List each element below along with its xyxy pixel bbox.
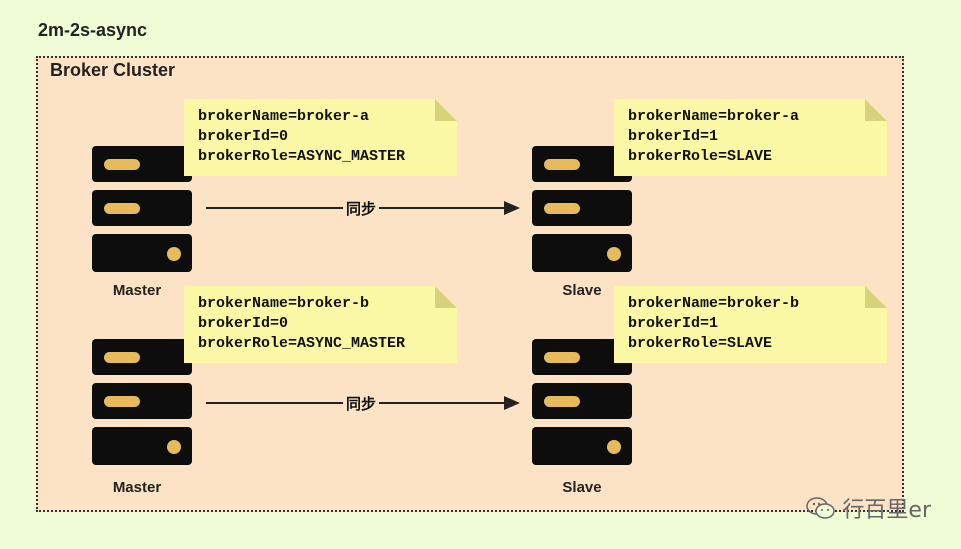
note-line: brokerRole=ASYNC_MASTER — [198, 148, 406, 165]
sync-label-a: 同步 — [343, 198, 380, 219]
note-line: brokerId=0 — [198, 128, 289, 145]
note-line: brokerName=broker-b — [628, 295, 800, 312]
note-line: brokerId=1 — [628, 128, 719, 145]
note-line: brokerRole=SLAVE — [628, 148, 773, 165]
note-line: brokerName=broker-a — [628, 108, 800, 125]
slave-b-label: Slave — [562, 479, 602, 496]
note-line: brokerRole=ASYNC_MASTER — [198, 335, 406, 352]
arrow-head-icon — [504, 201, 520, 215]
sync-label-b: 同步 — [343, 393, 380, 414]
cluster-label: Broker Cluster — [50, 60, 176, 80]
wechat-icon — [806, 497, 836, 519]
watermark-text: 行百里er — [842, 498, 931, 523]
master-b-note: brokerName=broker-b brokerId=0 brokerRol… — [184, 286, 457, 363]
watermark: 行百里er — [806, 492, 931, 524]
master-a-note: brokerName=broker-a brokerId=0 brokerRol… — [184, 99, 457, 176]
slave-a-note: brokerName=broker-a brokerId=1 brokerRol… — [614, 99, 887, 176]
master-b-server-icon — [92, 339, 192, 465]
note-line: brokerName=broker-a — [198, 108, 370, 125]
note-line: brokerId=0 — [198, 315, 289, 332]
arrow-head-icon — [504, 396, 520, 410]
note-line: brokerId=1 — [628, 315, 719, 332]
master-a-label: Master — [112, 282, 162, 299]
diagram-title: 2m-2s-async — [38, 20, 148, 40]
slave-a-label: Slave — [562, 282, 602, 299]
slave-b-note: brokerName=broker-b brokerId=1 brokerRol… — [614, 286, 887, 363]
master-a-server-icon — [92, 146, 192, 272]
master-b-label: Master — [112, 479, 162, 496]
slave-b-server-icon — [532, 339, 632, 465]
note-line: brokerRole=SLAVE — [628, 335, 773, 352]
note-line: brokerName=broker-b — [198, 295, 370, 312]
